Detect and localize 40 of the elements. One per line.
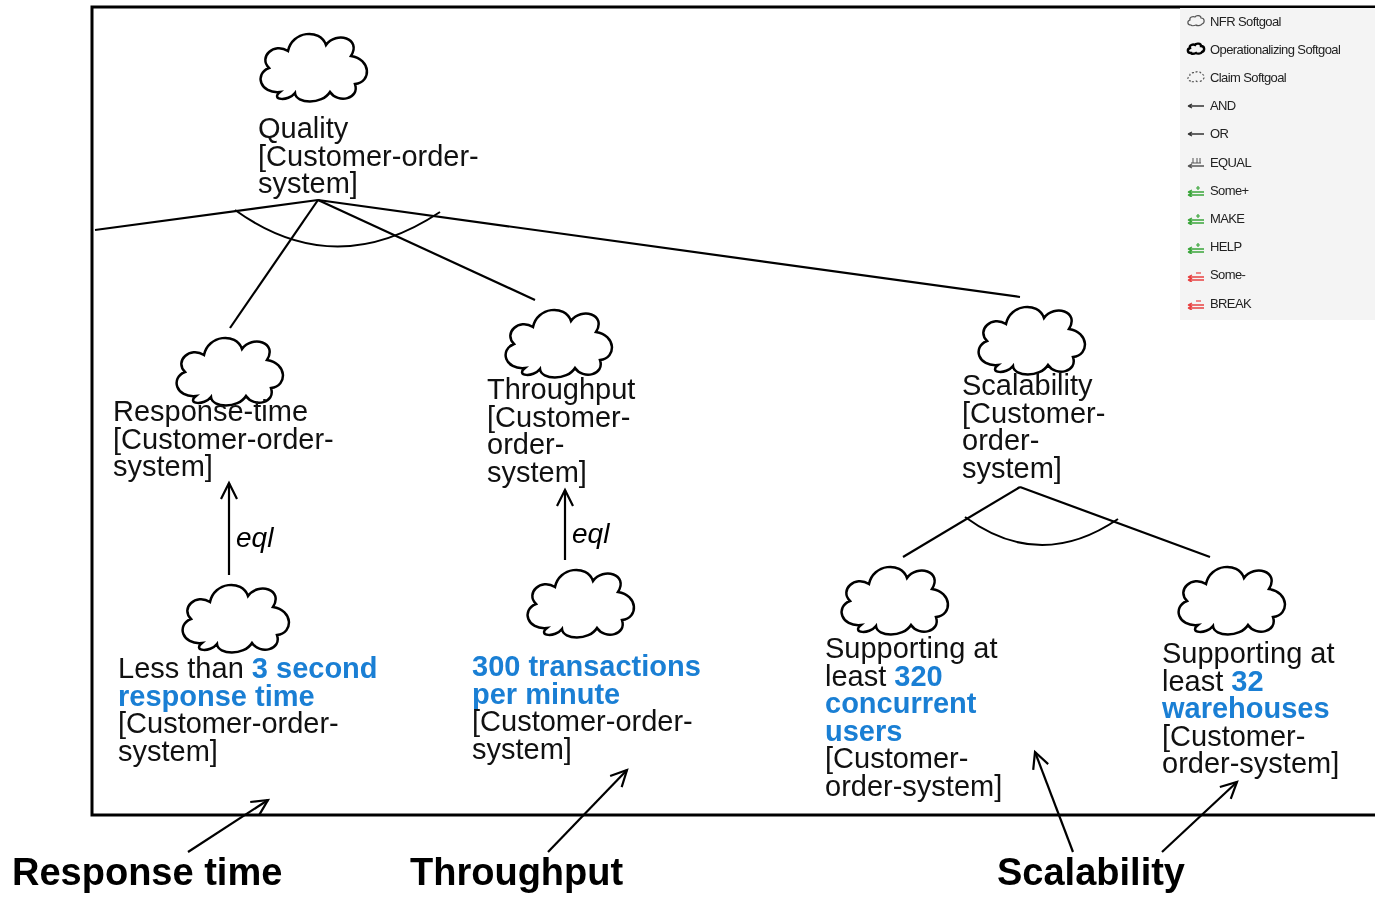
softgoal-name: Response-time	[113, 398, 310, 426]
arrow	[547, 768, 629, 853]
edge-label: eql	[234, 524, 276, 552]
callout-label: Scalability	[997, 852, 1185, 894]
softgoal-topic: [Customer-order-system]	[472, 708, 694, 764]
legend-text: Claim Softgoal	[1210, 69, 1287, 85]
softgoal-topic: [Customer-order-system]	[118, 710, 340, 766]
arrow	[1161, 780, 1239, 853]
legend-text: Some-	[1210, 267, 1246, 283]
legend-text: MAKE	[1210, 210, 1245, 226]
edge-label: eql	[570, 520, 612, 548]
arrow	[1032, 750, 1075, 853]
legend-text: AND	[1210, 98, 1236, 114]
legend-text: BREAK	[1210, 295, 1252, 311]
legend-text: NFR Softgoal	[1210, 13, 1281, 29]
arrow	[555, 488, 575, 560]
softgoal-name: Throughput	[487, 376, 637, 404]
softgoal-topic: [Customer-order-system]	[1162, 722, 1341, 778]
connector-line	[902, 486, 1021, 558]
legend-text: EQUAL	[1210, 154, 1252, 170]
connector-line	[1019, 485, 1211, 559]
connector-line	[317, 198, 1021, 299]
softgoal-name: Supporting at least 320 concurrent users	[825, 635, 999, 746]
softgoal-name: Less than 3 second response time	[118, 655, 379, 711]
legend-text: HELP	[1210, 239, 1242, 255]
callout-label: Response time	[12, 852, 283, 894]
softgoal-name: Quality	[258, 115, 350, 143]
softgoal-name: 300 transactions per minute	[472, 653, 702, 709]
softgoal-topic: [Customer-order-system]	[825, 745, 1004, 801]
legend-text: Some+	[1210, 182, 1249, 198]
softgoal-name: Supporting at least 32 warehouses	[1162, 640, 1336, 723]
arrow	[219, 481, 239, 575]
legend-text: Operationalizing Softgoal	[1210, 41, 1341, 57]
callout-label: Throughput	[410, 852, 624, 894]
connector-line	[94, 198, 319, 232]
connector-line	[317, 199, 536, 301]
arrow	[187, 798, 270, 853]
softgoal-name: Scalability	[962, 372, 1094, 400]
connector-line	[229, 199, 319, 329]
legend-text: OR	[1210, 126, 1229, 142]
